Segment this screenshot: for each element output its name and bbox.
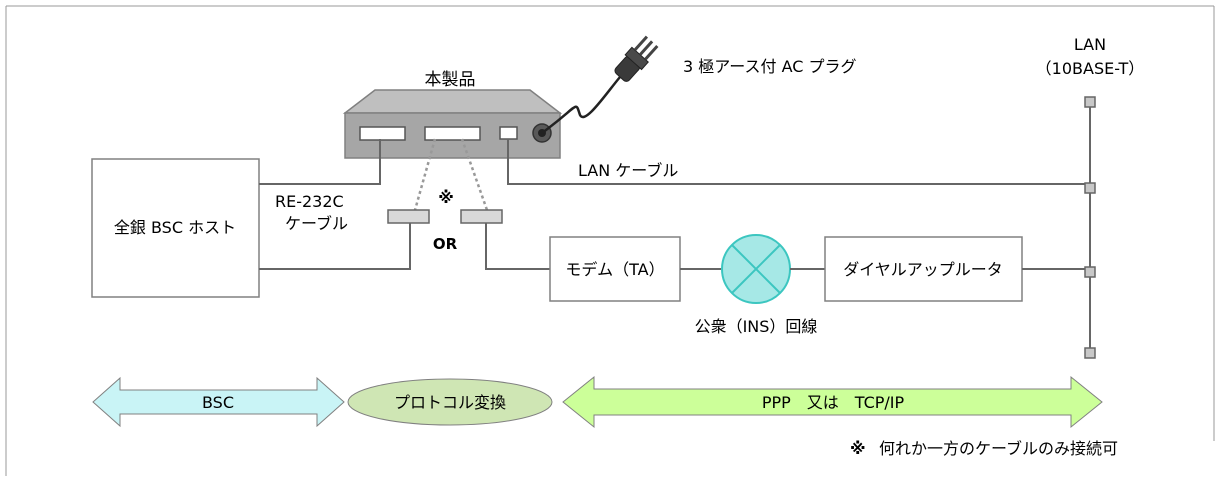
wan-cable-line xyxy=(486,223,550,269)
device-lan-port xyxy=(500,127,517,139)
network-diagram: LAN （10BASE-T） 本製品 3 極アース付 AC プラグ LAN ケー… xyxy=(5,5,1215,477)
rs-cable-label-1: RE-232C xyxy=(275,192,344,211)
lan-title: LAN xyxy=(1074,35,1106,54)
plug-label: 3 極アース付 AC プラグ xyxy=(683,57,857,76)
lan-node-4 xyxy=(1085,348,1095,358)
bsc-host-label: 全銀 BSC ホスト xyxy=(114,218,236,237)
device-top xyxy=(345,90,560,113)
lan-node-1 xyxy=(1085,97,1095,107)
router-label: ダイヤルアップルータ xyxy=(843,260,1003,279)
or-label: OR xyxy=(433,235,458,253)
device-label: 本製品 xyxy=(425,70,476,90)
device-serial-port xyxy=(360,127,405,140)
device-wan-port xyxy=(425,127,480,140)
diagram-frame: LAN （10BASE-T） 本製品 3 極アース付 AC プラグ LAN ケー… xyxy=(5,5,1215,477)
lan-cable-label: LAN ケーブル xyxy=(578,161,678,180)
alt-connector-left xyxy=(388,210,429,223)
lan-node-2 xyxy=(1085,183,1095,193)
rs-cable-label-2: ケーブル xyxy=(285,214,348,233)
asterisk-mark: ※ xyxy=(438,188,454,207)
bsc-arrow-label: BSC xyxy=(202,393,234,412)
modem-label: モデム（TA） xyxy=(565,260,664,279)
power-cord xyxy=(542,77,620,133)
alt-connector-right xyxy=(461,210,502,223)
public-line-label: 公衆（INS）回線 xyxy=(695,317,818,336)
lan-subtitle: （10BASE-T） xyxy=(1036,59,1145,78)
note-mark: ※ xyxy=(850,439,866,458)
ac-plug-icon xyxy=(612,34,660,84)
protocol-conversion-label: プロトコル変換 xyxy=(394,393,506,412)
note-text: 何れか一方のケーブルのみ接続可 xyxy=(879,439,1118,458)
lan-node-3 xyxy=(1085,267,1095,277)
ppp-arrow-label: PPP 又は TCP/IP xyxy=(762,393,905,412)
